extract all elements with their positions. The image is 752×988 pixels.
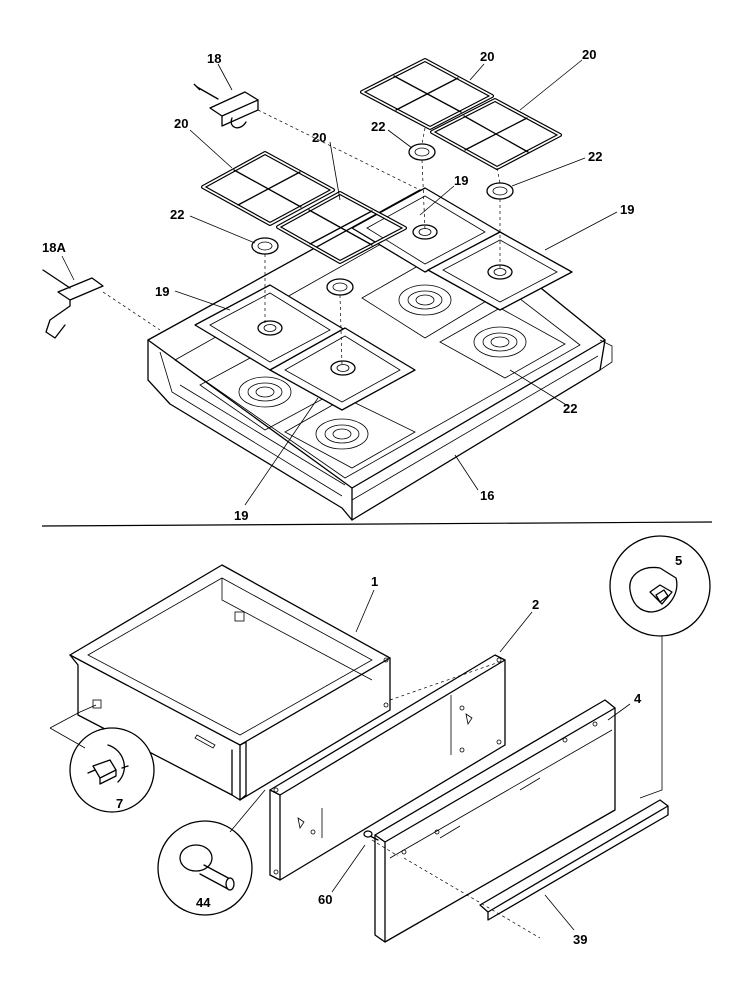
label-22-front-left: 22 xyxy=(170,207,184,222)
grate-back-left xyxy=(360,58,494,130)
label-20-front-right: 20 xyxy=(312,130,326,145)
label-5: 5 xyxy=(675,553,682,568)
drawer-trim xyxy=(479,799,669,921)
label-19-back-left: 19 xyxy=(454,173,468,188)
label-19-front-left: 19 xyxy=(155,284,169,299)
section-divider xyxy=(41,521,713,527)
label-19-front-right: 19 xyxy=(234,508,248,523)
label-60: 60 xyxy=(318,892,332,907)
drawer-body xyxy=(69,564,391,801)
label-44: 44 xyxy=(196,895,211,910)
label-39: 39 xyxy=(573,932,587,947)
label-20-front-left: 20 xyxy=(174,116,188,131)
label-7: 7 xyxy=(116,796,123,811)
label-22-back-left: 22 xyxy=(371,119,385,134)
label-20-back-left: 20 xyxy=(480,49,494,64)
label-2: 2 xyxy=(532,597,539,612)
bracket-18A xyxy=(42,269,104,339)
burner-tray-back-right xyxy=(427,231,573,311)
part-labels: 18 18A 20 20 20 20 22 22 22 22 19 19 19 … xyxy=(42,47,682,947)
burner-bowls xyxy=(199,261,566,469)
label-4: 4 xyxy=(634,691,642,706)
label-22-back-right: 22 xyxy=(588,149,602,164)
label-19-back-right: 19 xyxy=(620,202,634,217)
drawer-assembly xyxy=(49,535,711,943)
detail-44 xyxy=(157,820,253,916)
drawer-panel xyxy=(269,654,506,881)
label-22-front-right: 22 xyxy=(563,401,577,416)
detail-5 xyxy=(609,535,711,637)
label-16: 16 xyxy=(480,488,494,503)
grate-front-left xyxy=(201,151,335,226)
label-1: 1 xyxy=(371,574,378,589)
drawer-front xyxy=(374,699,616,943)
bracket-18 xyxy=(193,83,259,129)
label-20-back-right: 20 xyxy=(582,47,596,62)
burner-tray-front-right xyxy=(269,327,416,411)
label-18: 18 xyxy=(207,51,221,66)
grate-front-right xyxy=(276,191,407,264)
grate-back-right xyxy=(430,98,562,170)
cooktop-assembly xyxy=(42,58,618,521)
detail-7 xyxy=(69,727,155,813)
label-18A: 18A xyxy=(42,240,66,255)
burner-rings xyxy=(251,143,514,296)
screw-60 xyxy=(363,830,379,841)
